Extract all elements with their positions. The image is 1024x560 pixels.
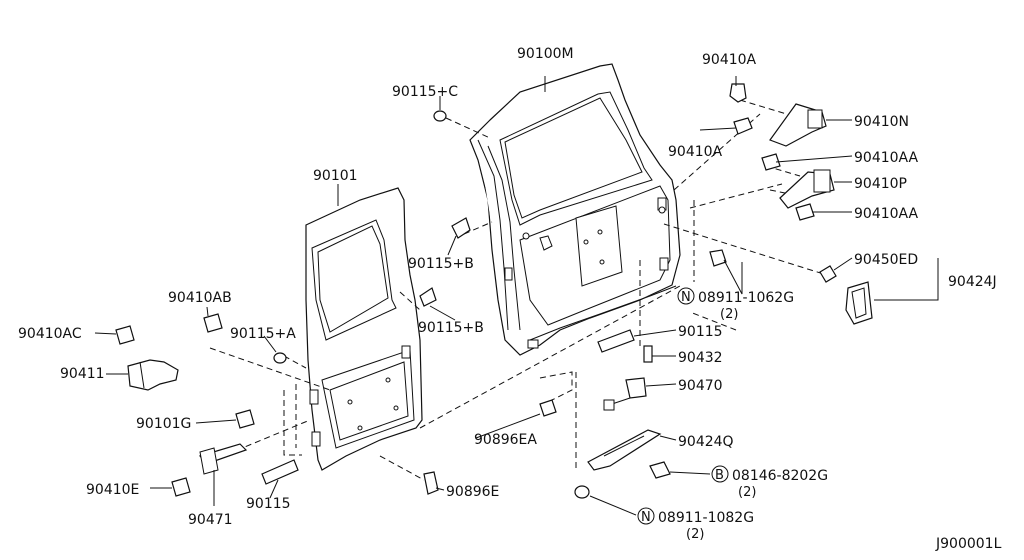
label-90115-b-right: 90115+B <box>418 320 484 336</box>
label-08911-1082G: 08911-1082G <box>658 510 754 526</box>
badge-n-1082G-letter: N <box>641 510 651 525</box>
label-90470: 90470 <box>678 378 723 394</box>
pad-90115-left <box>261 459 299 485</box>
label-90410P: 90410P <box>854 176 907 192</box>
nut-08911-1062G <box>709 249 727 267</box>
label-90896EA: 90896EA <box>474 432 537 448</box>
hinge-90411 <box>127 359 179 391</box>
badge-n-1062G-letter: N <box>681 290 691 305</box>
label-08911-1062G: 08911-1062G <box>698 290 794 306</box>
label-90100M: 90100M <box>517 46 574 62</box>
bolt-90410AA-bot <box>795 203 815 221</box>
leader-lines <box>94 76 939 516</box>
pad-90115-c <box>433 110 447 122</box>
diagram-id: J900001L <box>935 536 1002 552</box>
nut-08911-1082G <box>574 485 590 499</box>
part-labels: 90100M 90101 90115+C 90115+B 90115+B 901… <box>18 46 1002 552</box>
bolt-90410AB <box>203 313 223 333</box>
qty-08146-8202G: (2) <box>738 485 756 500</box>
label-08146-8202G: 08146-8202G <box>732 468 828 484</box>
pad-90115-a <box>273 352 287 364</box>
clip-90896EA <box>539 399 557 417</box>
label-90115-right: 90115 <box>678 324 723 340</box>
badge-n-1082G <box>637 507 655 525</box>
part-90470 <box>625 377 647 399</box>
label-90410A-top: 90410A <box>702 52 757 68</box>
label-90115-a: 90115+A <box>230 326 296 342</box>
handle-90424Q <box>587 429 662 471</box>
bolt-90410A-mid <box>733 117 753 135</box>
label-90410AA-top: 90410AA <box>854 150 919 166</box>
pad-90115-b-right <box>419 287 437 307</box>
label-90424J: 90424J <box>948 274 997 290</box>
label-90471: 90471 <box>188 512 233 528</box>
inner-door-panel-90101 <box>305 187 423 471</box>
bolt-90410AA-top <box>761 153 781 171</box>
badge-b-8202G <box>711 465 729 483</box>
label-90410AA-bot: 90410AA <box>854 206 919 222</box>
label-90424Q: 90424Q <box>678 434 734 450</box>
label-90115-b-left: 90115+B <box>408 256 474 272</box>
label-90450ED: 90450ED <box>854 252 918 268</box>
part-90432 <box>643 345 653 363</box>
label-90410AC: 90410AC <box>18 326 82 342</box>
label-90410N: 90410N <box>854 114 909 130</box>
badge-n-1062G <box>677 287 695 305</box>
small-parts <box>115 83 873 499</box>
label-90896E: 90896E <box>446 484 499 500</box>
label-90411: 90411 <box>60 366 105 382</box>
pad-90115-right <box>597 329 635 353</box>
bolt-90410AC <box>115 325 135 345</box>
label-90115-c: 90115+C <box>392 84 458 100</box>
badge-b-8202G-letter: B <box>715 468 724 483</box>
qty-08911-1062G: (2) <box>720 307 738 322</box>
label-90410E: 90410E <box>86 482 139 498</box>
clip-90896E <box>423 471 439 495</box>
outer-door-panel-90100M <box>469 63 681 356</box>
pad-90115-b-left <box>451 217 471 239</box>
label-90410AB: 90410AB <box>168 290 232 306</box>
bolt-08146-8202G <box>649 461 671 479</box>
label-90115-left: 90115 <box>246 496 291 512</box>
clip-90450ED <box>819 265 837 283</box>
label-90101: 90101 <box>313 168 358 184</box>
label-90410A-mid: 90410A <box>668 144 723 160</box>
bolt-90410E <box>171 477 191 497</box>
bolt-90101G <box>235 409 255 429</box>
bolt-90410A-top <box>729 83 747 103</box>
label-90101G: 90101G <box>136 416 191 432</box>
qty-08911-1082G: (2) <box>686 527 704 542</box>
label-90432: 90432 <box>678 350 723 366</box>
